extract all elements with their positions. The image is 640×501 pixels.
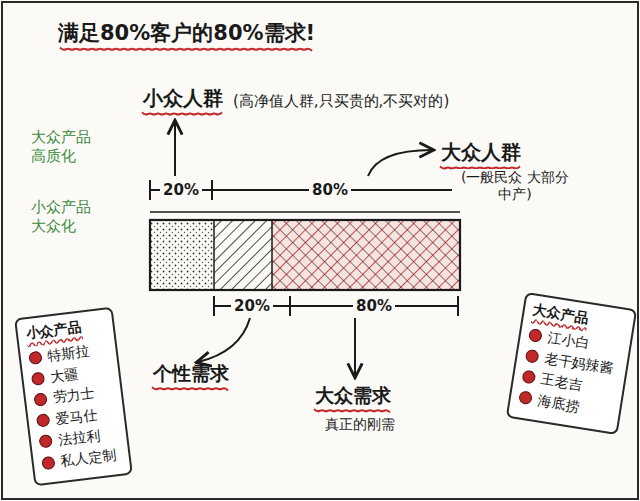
- red-underline: [60, 48, 312, 51]
- demand-name: 大众需求: [312, 384, 394, 408]
- bar-edge: [150, 211, 460, 212]
- list-row: 劳力士: [33, 382, 114, 410]
- percent: 80%: [309, 181, 351, 200]
- list-row: 大疆: [30, 361, 111, 389]
- bullet-dot: [528, 328, 543, 343]
- arrow: [198, 318, 250, 362]
- bar: [150, 212, 460, 290]
- bar-divider: [213, 220, 215, 290]
- example-card: 大众产品江小白老干妈辣酱王老吉海底捞: [506, 292, 637, 435]
- list-row: 特斯拉: [28, 340, 109, 368]
- bullet-dot: [518, 390, 533, 405]
- list-item: 王老吉: [540, 370, 584, 395]
- red-underline: [314, 409, 390, 412]
- note: (一般民众 大部分中产): [452, 169, 578, 204]
- bar-outline: [150, 220, 460, 290]
- side-note: 大众产品 高质化: [28, 128, 104, 166]
- list-item: 特斯拉: [47, 342, 91, 365]
- bar-segment: [214, 220, 272, 290]
- arrows: [175, 122, 432, 376]
- list-row: 私人定制: [41, 445, 122, 473]
- percent: 80%: [353, 297, 395, 316]
- side-note: 小众产品 大众化: [28, 198, 104, 236]
- note: (高净值人群,只买贵的,不买对的): [230, 92, 452, 111]
- scale-top: [150, 180, 458, 200]
- list-item: 爱马仕: [54, 405, 98, 428]
- percent: 20%: [231, 297, 273, 316]
- bullet-dot: [28, 350, 42, 364]
- list-item: 江小白: [546, 328, 590, 353]
- list-item: 海底捞: [536, 391, 580, 416]
- bullet-dot: [41, 455, 55, 469]
- group-name: 大众人群: [438, 140, 524, 165]
- list-item: 私人定制: [60, 445, 118, 470]
- arrow: [354, 318, 356, 376]
- bullet-dot: [525, 349, 540, 364]
- arrow: [174, 122, 176, 176]
- bullet-dot: [521, 370, 536, 385]
- list-item: 法拉利: [57, 426, 101, 449]
- example-card: 小众产品特斯拉大疆劳力士爱马仕法拉利私人定制: [14, 307, 133, 487]
- scale-bottom: [214, 296, 458, 316]
- underlines: [60, 48, 520, 413]
- list-row: 海底捞: [518, 388, 613, 421]
- group-name: 小众人群: [140, 86, 226, 111]
- list-row: 爱马仕: [36, 403, 117, 431]
- bar-segment: [150, 220, 214, 290]
- bar-segment: [272, 220, 460, 290]
- bullet-dot: [36, 413, 50, 427]
- red-underline: [152, 387, 228, 390]
- card-heading: 小众产品: [25, 316, 106, 343]
- percent: 20%: [160, 181, 202, 200]
- bar-divider: [271, 220, 273, 290]
- list-item: 劳力士: [52, 384, 96, 407]
- demand-name: 个性需求: [150, 362, 232, 386]
- card-heading: 大众产品: [531, 301, 626, 333]
- bullet-dot: [33, 392, 47, 406]
- arrow: [368, 150, 432, 176]
- note: 真正的刚需: [322, 416, 398, 434]
- red-underline: [142, 112, 222, 114]
- title: 满足80%客户的80%需求!: [58, 20, 315, 46]
- list-item: 大疆: [49, 365, 79, 386]
- bullet-dot: [39, 434, 53, 448]
- bullet-dot: [31, 371, 45, 385]
